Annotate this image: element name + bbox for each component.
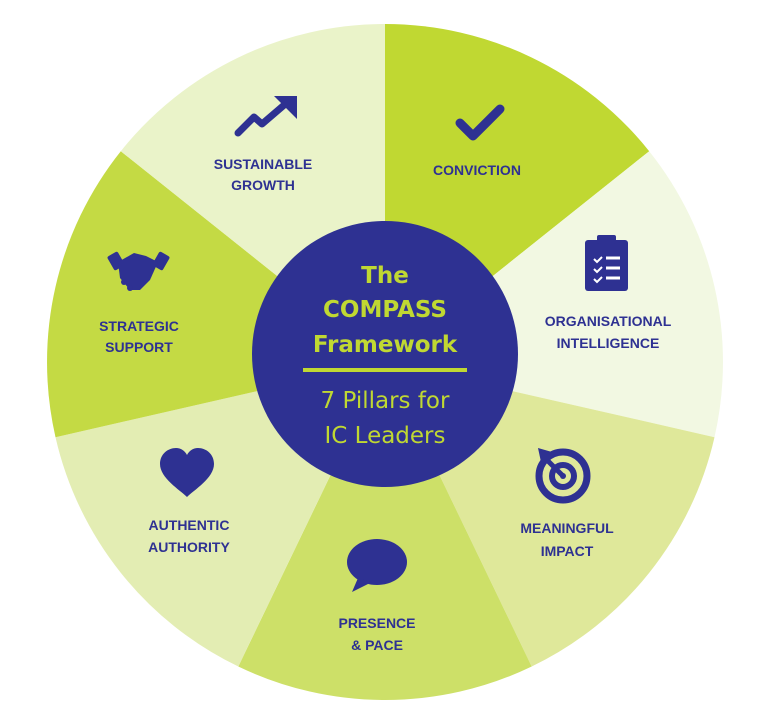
- pillar-authentic-authority: AUTHENTIC AUTHORITY: [148, 448, 230, 555]
- clipboard-checklist-icon: [585, 235, 628, 291]
- pillar-label-line2: SUPPORT: [105, 339, 173, 355]
- pillar-sustainable-growth: SUSTAINABLE GROWTH: [214, 96, 313, 193]
- segment-presence-pace: [238, 362, 532, 700]
- heart-icon: [160, 448, 214, 497]
- pillar-label-line1: PRESENCE: [338, 615, 415, 631]
- pillar-label-line2: & PACE: [351, 637, 403, 653]
- pillar-presence-pace: PRESENCE & PACE: [338, 539, 416, 653]
- center-divider: [303, 368, 467, 372]
- speech-bubble-icon: [347, 539, 407, 592]
- checkmark-icon: [455, 104, 505, 141]
- trending-up-icon: [234, 96, 297, 137]
- center-title-line1: The: [361, 263, 409, 289]
- pillar-label-line1: SUSTAINABLE: [214, 156, 313, 172]
- pillar-organisational-intelligence: ORGANISATIONAL INTELLIGENCE: [545, 235, 672, 351]
- center-title-line2: COMPASS: [323, 297, 447, 323]
- pillar-label-line2: GROWTH: [231, 177, 295, 193]
- center-title-line3: Framework: [313, 332, 458, 358]
- pillar-label-line1: AUTHENTIC: [149, 517, 230, 533]
- pillar-label-line2: IMPACT: [541, 543, 594, 559]
- pillar-conviction: CONVICTION: [433, 104, 521, 178]
- handshake-icon: [107, 251, 170, 291]
- center-subtitle-line1: 7 Pillars for: [321, 388, 450, 414]
- center-subtitle-line2: IC Leaders: [325, 423, 446, 449]
- pillar-label-line2: INTELLIGENCE: [557, 335, 660, 351]
- pillar-meaningful-impact: MEANINGFUL IMPACT: [520, 448, 614, 559]
- pillar-label: CONVICTION: [433, 162, 521, 178]
- pillar-label-line2: AUTHORITY: [148, 539, 230, 555]
- pillar-label-line1: ORGANISATIONAL: [545, 313, 672, 329]
- center-circle: [252, 221, 518, 487]
- pillar-label-line1: MEANINGFUL: [520, 520, 614, 536]
- pillar-strategic-support: STRATEGIC SUPPORT: [99, 251, 179, 355]
- pillar-label-line1: STRATEGIC: [99, 318, 179, 334]
- target-arrow-icon: [535, 448, 591, 504]
